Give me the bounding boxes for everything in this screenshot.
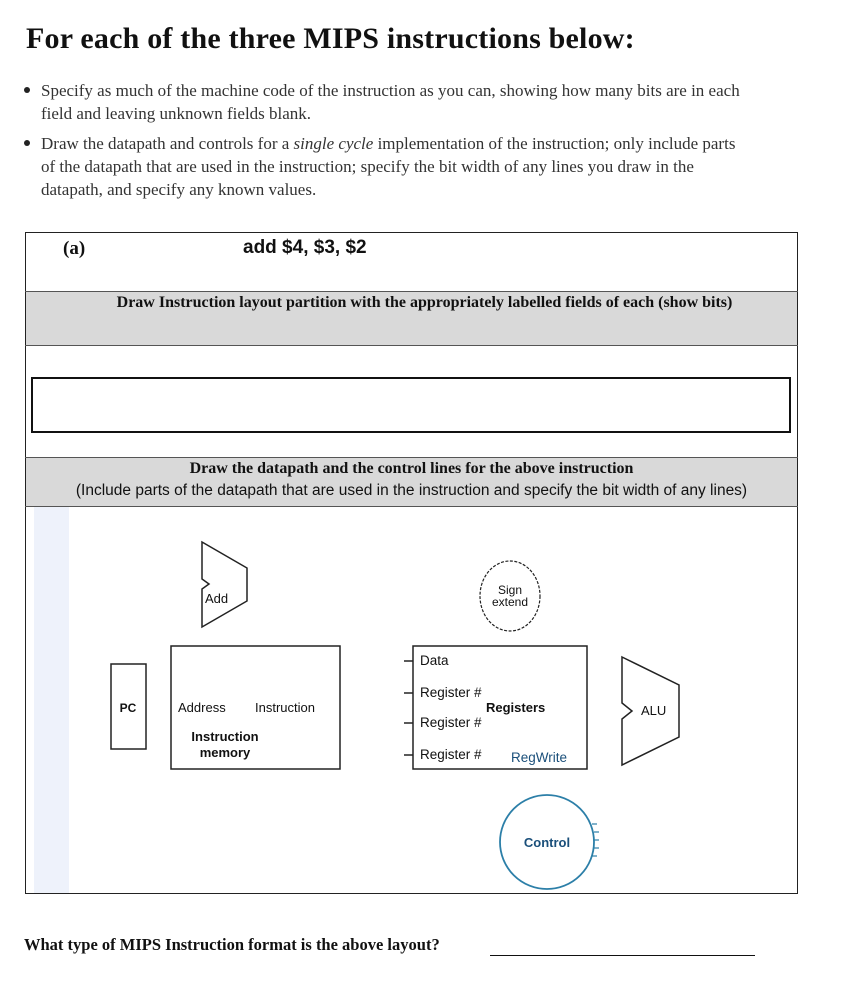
control-shape xyxy=(499,794,595,890)
divider xyxy=(25,506,798,507)
worksheet-frame xyxy=(25,232,798,894)
layout-prompt: Draw Instruction layout partition with t… xyxy=(116,294,733,311)
sign-extend-unit[interactable]: Sign extend xyxy=(479,560,541,632)
reg-read1-label: Register # xyxy=(420,685,482,700)
pc-label: PC xyxy=(120,701,137,715)
datapath-prompt-band xyxy=(26,458,797,506)
register-file[interactable]: Data Register # Registers Register # Reg… xyxy=(404,645,588,770)
page-heading: For each of the three MIPS instructions … xyxy=(26,22,635,55)
bullet-text: Specify as much of the machine code of t… xyxy=(41,81,740,123)
layout-answer-box[interactable] xyxy=(31,377,791,433)
sign-extend-label-2: extend xyxy=(492,595,528,609)
imem-instruction-label: Instruction xyxy=(255,700,315,715)
bullet-text-pre: Draw the datapath and controls for a xyxy=(41,134,294,153)
bullet-dot xyxy=(24,140,30,146)
bullet-text: Draw the datapath and controls for a sin… xyxy=(41,132,751,201)
instruction-text: add $4, $3, $2 xyxy=(243,237,367,258)
reg-read2-label: Register # xyxy=(420,715,482,730)
regwrite-signal-label: RegWrite xyxy=(511,750,567,765)
part-label: (a) xyxy=(63,238,86,259)
bullet-dot xyxy=(24,87,30,93)
divider xyxy=(25,457,798,458)
reg-title: Registers xyxy=(486,700,545,715)
pc-shape xyxy=(110,663,147,750)
format-answer-line[interactable] xyxy=(490,955,755,956)
alu-shape xyxy=(621,655,680,767)
imem-title-2: memory xyxy=(200,745,251,760)
reg-data-label: Data xyxy=(420,653,449,668)
instruction-memory[interactable]: Address Instruction Instruction memory xyxy=(170,645,341,770)
imem-address-label: Address xyxy=(178,700,226,715)
add-label: Add xyxy=(205,591,228,606)
alu-unit[interactable]: ALU xyxy=(621,655,680,767)
left-margin-strip xyxy=(34,507,69,893)
control-unit[interactable]: Control xyxy=(499,794,599,890)
divider xyxy=(25,345,798,346)
sign-extend-shape xyxy=(479,560,541,632)
imem-title-1: Instruction xyxy=(191,729,258,744)
sign-extend-label-1: Sign xyxy=(498,583,522,597)
control-label: Control xyxy=(524,835,570,850)
layout-prompt-band xyxy=(26,292,797,345)
datapath-title: Draw the datapath and the control lines … xyxy=(189,460,634,477)
bullet-text-italic: single cycle xyxy=(293,134,374,153)
alu-label: ALU xyxy=(641,703,666,718)
add-unit[interactable]: Add xyxy=(201,540,248,629)
divider xyxy=(25,291,798,292)
imem-shape xyxy=(170,645,341,770)
adder-shape xyxy=(201,540,248,629)
format-question: What type of MIPS Instruction format is … xyxy=(24,935,440,954)
regfile-shape xyxy=(412,645,588,770)
pc-register[interactable]: PC xyxy=(110,663,147,750)
datapath-subtitle: (Include parts of the datapath that are … xyxy=(75,482,748,499)
bullet-text-post: implementation of the instruction; only … xyxy=(41,134,736,199)
reg-write-label: Register # xyxy=(420,747,482,762)
